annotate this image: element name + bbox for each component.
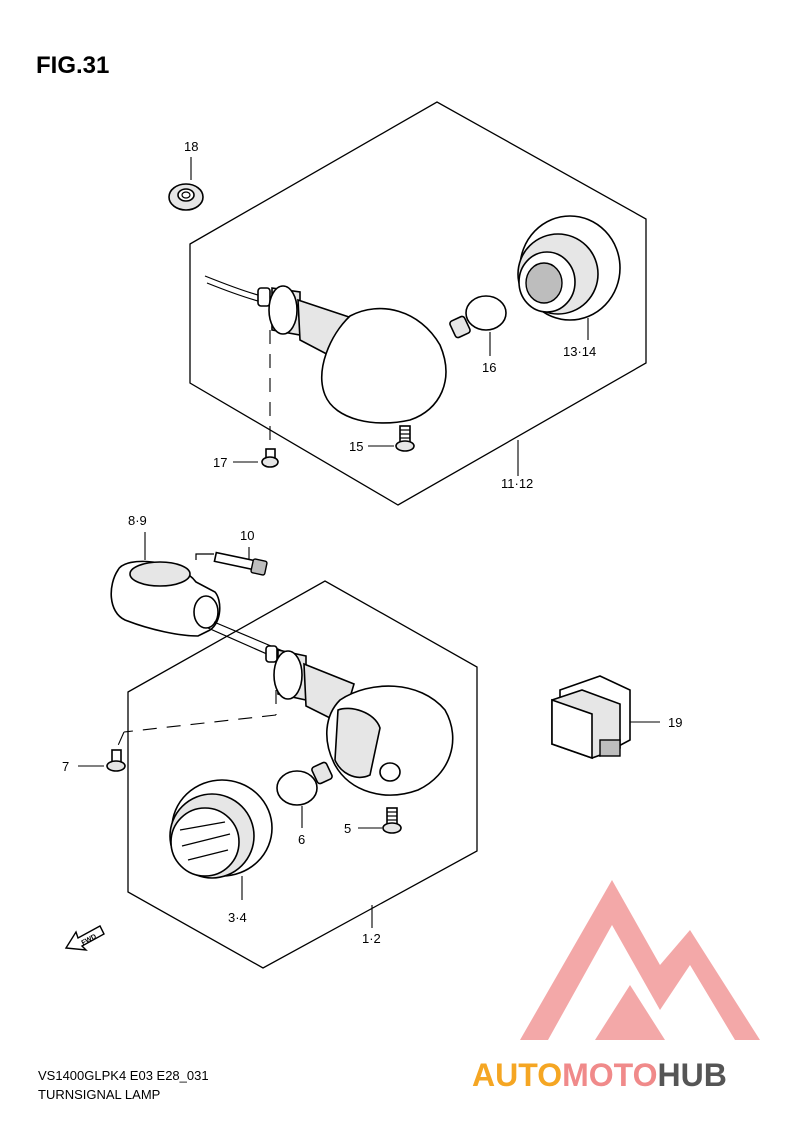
callout-19: 19 xyxy=(668,715,682,730)
callout-18: 18 xyxy=(184,139,198,154)
lens-part-3-4[interactable] xyxy=(169,779,273,900)
bracket-part-8-9[interactable] xyxy=(110,560,291,663)
relay-part-19[interactable] xyxy=(551,675,660,760)
watermark-hub: HUB xyxy=(657,1057,726,1093)
callout-13-14: 13·14 xyxy=(563,344,596,359)
grommet-part-18[interactable] xyxy=(168,157,204,211)
screw-part-7[interactable] xyxy=(78,749,126,772)
bulb-part-16[interactable] xyxy=(449,295,507,356)
watermark-logo-icon xyxy=(520,880,760,1040)
watermark-text: AUTOMOTOHUB xyxy=(472,1057,727,1093)
callout-1-2: 1·2 xyxy=(362,931,381,946)
callout-10: 10 xyxy=(240,528,254,543)
callout-3-4: 3·4 xyxy=(228,910,247,925)
lower-turnsignal-lamp[interactable] xyxy=(265,645,454,796)
callout-7: 7 xyxy=(62,759,69,774)
upper-assembly-frame xyxy=(189,101,647,506)
lower-assembly-frame xyxy=(127,580,478,969)
callout-6: 6 xyxy=(298,832,305,847)
screw-part-15[interactable] xyxy=(368,425,415,452)
bolt-guide-line xyxy=(195,553,214,560)
bulb-part-6[interactable] xyxy=(276,761,333,828)
callout-17: 17 xyxy=(213,455,227,470)
callout-8-9: 8·9 xyxy=(128,513,147,528)
callout-11-12: 11·12 xyxy=(501,476,533,491)
figure-title: FIG.31 xyxy=(36,52,109,79)
guide-line-7b xyxy=(123,714,277,733)
fwd-arrow-icon: FWD xyxy=(64,925,105,951)
callout-15: 15 xyxy=(349,439,363,454)
screw-part-17[interactable] xyxy=(233,330,279,468)
screw-part-5[interactable] xyxy=(358,807,402,834)
bolt-part-10[interactable] xyxy=(213,551,268,576)
section-name: TURNSIGNAL LAMP xyxy=(38,1087,160,1102)
upper-turnsignal-lamp[interactable] xyxy=(204,275,447,424)
guide-line-7c xyxy=(115,731,125,751)
model-code: VS1400GLPK4 E03 E28_031 xyxy=(38,1068,209,1083)
watermark-auto: AUTO xyxy=(472,1057,562,1093)
callout-16: 16 xyxy=(482,360,496,375)
watermark-moto: MOTO xyxy=(562,1057,657,1093)
callout-5: 5 xyxy=(344,821,351,836)
lens-part-13-14[interactable] xyxy=(517,215,621,340)
